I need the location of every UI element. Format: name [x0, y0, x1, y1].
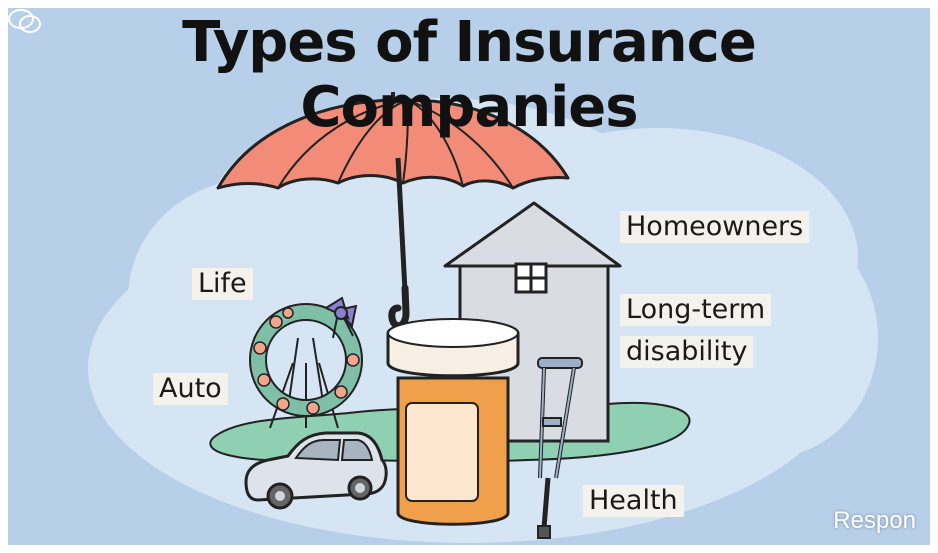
label-auto: Auto [153, 373, 228, 405]
label-long-term-line1: Long-term [620, 294, 772, 326]
pill-bottle-icon [386, 318, 520, 526]
label-homeowners: Homeowners [620, 211, 810, 243]
car-icon [244, 431, 388, 510]
watermark: Respon [833, 507, 916, 534]
umbrella-icon [216, 92, 570, 330]
illustration [8, 8, 930, 545]
label-long-term-line2: disability [620, 336, 754, 368]
crutch-icon [537, 357, 583, 539]
page-title: Types of Insurance Companies [182, 10, 757, 140]
infographic-canvas: Types of Insurance Companies Homeowners … [8, 8, 930, 545]
wreath-icon [249, 296, 363, 429]
chat-bubble-icon [8, 9, 41, 33]
label-life: Life [192, 268, 253, 300]
label-health: Health [583, 485, 684, 517]
